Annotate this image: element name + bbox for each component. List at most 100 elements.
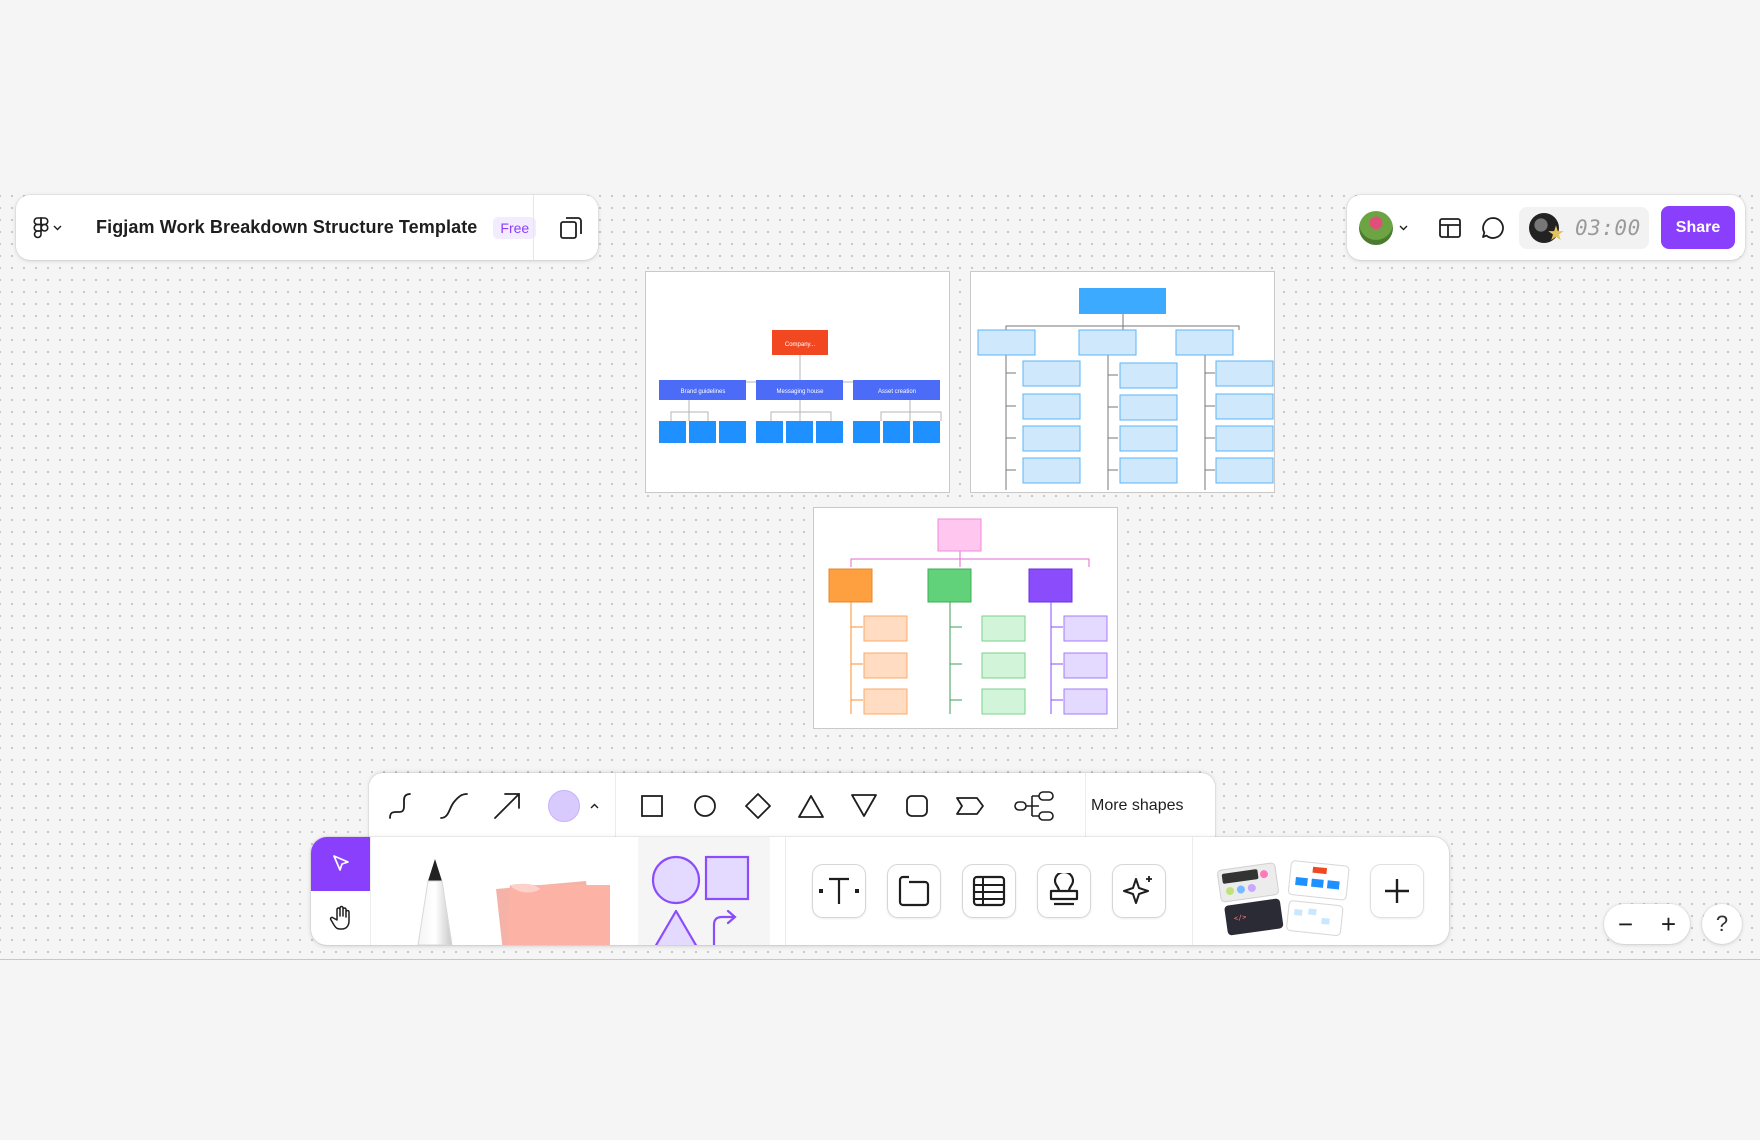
inverted-triangle-shape-button[interactable] — [847, 789, 881, 823]
zoom-in-button[interactable]: + — [1660, 908, 1677, 939]
divider — [1192, 837, 1193, 945]
divider — [615, 773, 616, 839]
wbs-branch-node[interactable] — [853, 380, 940, 400]
main-toolbar: </> — [311, 837, 1449, 945]
ai-tool-button[interactable] — [1112, 864, 1166, 918]
chevron-down-icon — [53, 225, 61, 230]
wbs-root-node[interactable] — [1079, 288, 1166, 314]
collaboration-panel: ★ 03:00 Share — [1347, 195, 1745, 260]
triangle-shape-button[interactable] — [794, 789, 828, 823]
cursor-tools — [311, 837, 370, 945]
svg-text:</>: </> — [1233, 913, 1247, 923]
section-icon — [898, 875, 930, 907]
table-tool-button[interactable] — [962, 864, 1016, 918]
stamp-icon — [1049, 873, 1079, 906]
wbs-branch-node[interactable] — [1028, 568, 1073, 603]
circle-icon — [694, 795, 716, 817]
wbs-leaf-node — [883, 421, 910, 443]
stamp-tool-button[interactable] — [1037, 864, 1091, 918]
wbs-branch-node[interactable] — [927, 568, 972, 603]
pages-button[interactable] — [556, 213, 586, 243]
chevron-shape-button[interactable] — [953, 789, 987, 823]
shapes-icon — [651, 855, 750, 945]
sticky-note-tool-button[interactable] — [486, 859, 636, 945]
chevron-up-icon[interactable] — [590, 803, 599, 809]
diamond-icon — [745, 793, 771, 819]
avatar — [1359, 211, 1393, 245]
ellipse-shape-button[interactable] — [688, 789, 722, 823]
rounded-square-icon — [906, 795, 928, 817]
wbs-board-blue[interactable] — [970, 271, 1275, 493]
share-button[interactable]: Share — [1661, 206, 1735, 249]
arrow-icon — [494, 793, 520, 819]
comment-button[interactable] — [1479, 214, 1507, 242]
elbow-connector-icon — [389, 793, 411, 819]
wbs-branch-node — [1175, 329, 1234, 356]
help-button[interactable]: ? — [1702, 904, 1742, 944]
elbow-connector-button[interactable] — [384, 789, 418, 823]
mind-map-button[interactable] — [1013, 789, 1059, 823]
layout-button[interactable] — [1437, 215, 1463, 241]
wbs-leaf-node — [913, 421, 940, 443]
wbs-branch-node[interactable] — [659, 380, 746, 400]
rounded-rectangle-shape-button[interactable] — [900, 789, 934, 823]
fill-color-picker[interactable] — [547, 789, 581, 823]
chevron-shape-icon — [956, 797, 984, 815]
shape-options-bar: More shapes — [369, 773, 1215, 839]
file-title[interactable]: Figjam Work Breakdown Structure Template — [96, 217, 478, 237]
pages-icon — [560, 217, 582, 239]
zoom-controls: − + — [1604, 904, 1690, 944]
layout-icon — [1439, 218, 1461, 238]
wbs-root-node[interactable] — [772, 330, 828, 355]
curved-connector-icon — [440, 793, 468, 819]
text-icon — [819, 877, 859, 904]
add-more-button[interactable] — [1370, 864, 1424, 918]
branch-label: Messaging house — [776, 389, 824, 395]
marker-tool-button[interactable] — [405, 857, 465, 945]
divider — [1085, 773, 1086, 839]
shapes-tool-button[interactable] — [638, 837, 770, 945]
cursor-icon — [332, 855, 349, 871]
square-icon — [641, 795, 663, 817]
star-icon: ★ — [1547, 223, 1565, 245]
divider — [785, 837, 786, 945]
wbs-leaf-node — [659, 421, 686, 443]
text-tool-button[interactable] — [812, 864, 866, 918]
wbs-leaf-node — [719, 421, 746, 443]
wbs-branch-node[interactable] — [756, 380, 843, 400]
chevron-down-icon — [1399, 225, 1408, 231]
wbs-leaf-node — [853, 421, 880, 443]
branch-label: Asset creation — [878, 389, 916, 395]
wbs-branch-node[interactable] — [828, 568, 873, 603]
arrow-connector-button[interactable] — [490, 789, 524, 823]
diamond-shape-button[interactable] — [741, 789, 775, 823]
canvas-border — [0, 959, 1760, 960]
select-tool-button[interactable] — [311, 837, 370, 891]
zoom-out-button[interactable]: − — [1617, 908, 1634, 939]
more-shapes-button[interactable]: More shapes — [1091, 797, 1184, 814]
hand-icon — [329, 905, 350, 930]
comment-icon — [1482, 217, 1504, 239]
wbs-leaf-node — [756, 421, 783, 443]
curved-connector-button[interactable] — [437, 789, 471, 823]
music-record-icon: ★ — [1529, 213, 1565, 245]
timer-widget[interactable]: ★ 03:00 — [1519, 207, 1649, 249]
section-tool-button[interactable] — [887, 864, 941, 918]
user-menu-button[interactable] — [1359, 210, 1409, 246]
wbs-root-label: Company... — [785, 342, 816, 348]
figma-logo-icon — [33, 216, 49, 238]
timer-value: 03:00 — [1575, 216, 1641, 240]
wbs-root-node[interactable] — [937, 518, 982, 552]
rectangle-shape-button[interactable] — [635, 789, 669, 823]
divider — [533, 195, 534, 260]
wbs-board-colored[interactable] — [813, 507, 1118, 729]
wbs-leaf-node — [816, 421, 843, 443]
widgets-button[interactable]: </> — [1215, 857, 1355, 937]
wbs-branch-node — [1078, 329, 1137, 356]
wbs-board-company[interactable]: Company... Brand guidelines Messaging ho… — [645, 271, 950, 493]
hand-tool-button[interactable] — [311, 891, 370, 945]
sparkle-icon — [1123, 876, 1152, 904]
plan-badge[interactable]: Free — [493, 216, 537, 239]
mind-map-icon — [1014, 791, 1054, 821]
main-menu-button[interactable] — [16, 195, 78, 260]
